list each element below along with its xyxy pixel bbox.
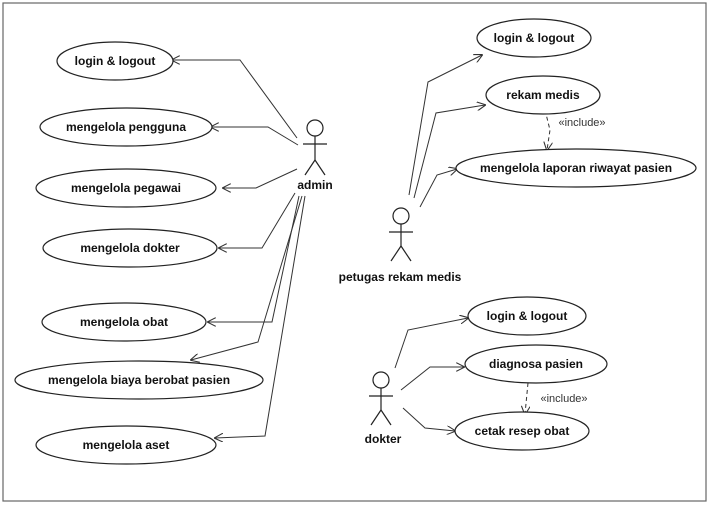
- assoc-admin-pegawai: [223, 168, 298, 188]
- assoc-admin-obat: [208, 195, 300, 322]
- assoc-admin-login: [172, 60, 298, 139]
- usecase-mengelola-pegawai: mengelola pegawai: [35, 168, 217, 208]
- usecase-label: login & logout: [75, 54, 156, 68]
- usecase-label: diagnosa pasien: [489, 357, 583, 371]
- assoc-dokter-diagnosa: [400, 367, 464, 391]
- usecase-petugas-login: login & logout: [476, 18, 592, 58]
- assoc-admin-biaya: [191, 195, 303, 360]
- actor-dokter: dokter: [365, 371, 402, 446]
- usecase-mengelola-biaya: mengelola biaya berobat pasien: [14, 360, 264, 400]
- usecase-admin-login: login & logout: [56, 41, 174, 81]
- actor-figure-icon: [389, 207, 413, 262]
- assoc-petugas-rekam: [413, 105, 485, 199]
- dokter-associations: [394, 318, 528, 431]
- actor-petugas: petugas rekam medis: [339, 207, 462, 284]
- usecase-label: mengelola pegawai: [71, 181, 181, 195]
- actor-figure-icon: [303, 119, 327, 176]
- assoc-admin-pengguna: [211, 127, 299, 146]
- usecase-label: mengelola laporan riwayat pasien: [480, 161, 672, 175]
- include-stereotype: «include»: [540, 393, 587, 405]
- assoc-petugas-laporan: [419, 169, 457, 208]
- actor-label-petugas: petugas rekam medis: [339, 270, 462, 284]
- usecase-label: mengelola aset: [83, 438, 170, 452]
- usecase-rekam-medis: rekam medis: [485, 75, 601, 115]
- usecase-label: mengelola pengguna: [66, 120, 186, 134]
- usecase-mengelola-aset: mengelola aset: [35, 425, 217, 465]
- usecase-label: cetak resep obat: [475, 424, 570, 438]
- usecase-cetak-resep: cetak resep obat: [454, 411, 590, 451]
- include-diagnosa-resep: [525, 382, 528, 414]
- assoc-admin-aset: [215, 195, 306, 438]
- usecase-label: login & logout: [487, 309, 568, 323]
- usecase-dokter-login: login & logout: [467, 296, 587, 336]
- include-rekam-laporan: [545, 109, 550, 150]
- usecase-label: mengelola dokter: [80, 241, 180, 255]
- usecase-diagnosa-pasien: diagnosa pasien: [464, 344, 608, 384]
- usecase-label: login & logout: [494, 31, 575, 45]
- petugas-associations: [408, 55, 550, 208]
- actor-label-admin: admin: [297, 178, 332, 192]
- usecase-label: mengelola biaya berobat pasien: [48, 373, 230, 387]
- usecase-label: mengelola obat: [80, 315, 168, 329]
- usecase-mengelola-dokter: mengelola dokter: [42, 228, 218, 268]
- assoc-dokter-login: [394, 318, 468, 369]
- assoc-petugas-login: [408, 55, 482, 196]
- actor-admin: admin: [297, 119, 333, 192]
- assoc-dokter-resep: [402, 407, 455, 431]
- admin-associations: [172, 60, 306, 438]
- usecase-mengelola-obat: mengelola obat: [41, 302, 207, 342]
- usecase-mengelola-laporan: mengelola laporan riwayat pasien: [455, 148, 697, 188]
- include-stereotype: «include»: [558, 117, 605, 129]
- usecase-mengelola-pengguna: mengelola pengguna: [39, 107, 213, 147]
- actor-figure-icon: [369, 371, 393, 426]
- actor-label-dokter: dokter: [365, 432, 402, 446]
- assoc-admin-dokter: [219, 192, 296, 248]
- usecase-label: rekam medis: [506, 88, 580, 102]
